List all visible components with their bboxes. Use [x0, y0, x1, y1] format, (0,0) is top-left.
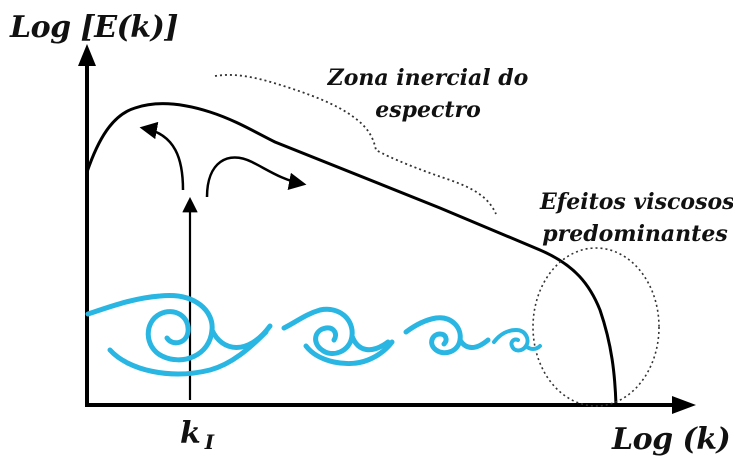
axes — [78, 44, 696, 414]
large-eddy — [85, 292, 215, 363]
forward-cascade-arrow — [205, 156, 307, 198]
tiny-eddy — [492, 328, 530, 353]
inertial-range-label: Zona inercial do espectro — [318, 62, 538, 126]
k-symbol: k — [180, 416, 201, 451]
k-subscript: I — [204, 430, 215, 454]
medium-eddy-lower-arm — [303, 339, 395, 366]
medium-eddy-tail — [349, 333, 391, 353]
y-axis-label: Log [E(k)] — [10, 10, 178, 45]
viscous-effects-label-line1: Efeitos viscosos — [540, 189, 733, 215]
small-eddy-tail — [457, 337, 491, 350]
x-axis-label: Log (k) — [612, 422, 731, 457]
tiny-eddy-tail — [524, 344, 542, 351]
y-axis-arrowhead — [78, 44, 96, 66]
viscous-effects-label: Efeitos viscosos predominantes — [540, 186, 733, 250]
large-eddy-lower-arm — [107, 329, 269, 377]
x-axis-arrowhead — [672, 396, 696, 414]
inertial-range-label-line1: Zona inercial do — [327, 65, 529, 91]
small-eddy — [403, 315, 463, 356]
eddies — [85, 292, 542, 377]
medium-eddy — [281, 306, 355, 356]
viscous-effects-label-line2: predominantes — [542, 221, 728, 247]
energy-spectrum-curve — [85, 102, 618, 406]
viscous-region-ellipse — [532, 247, 660, 407]
backscatter-arrow — [139, 121, 185, 191]
inertial-range-brace — [214, 74, 497, 215]
inertial-range-label-line2: espectro — [375, 97, 481, 123]
